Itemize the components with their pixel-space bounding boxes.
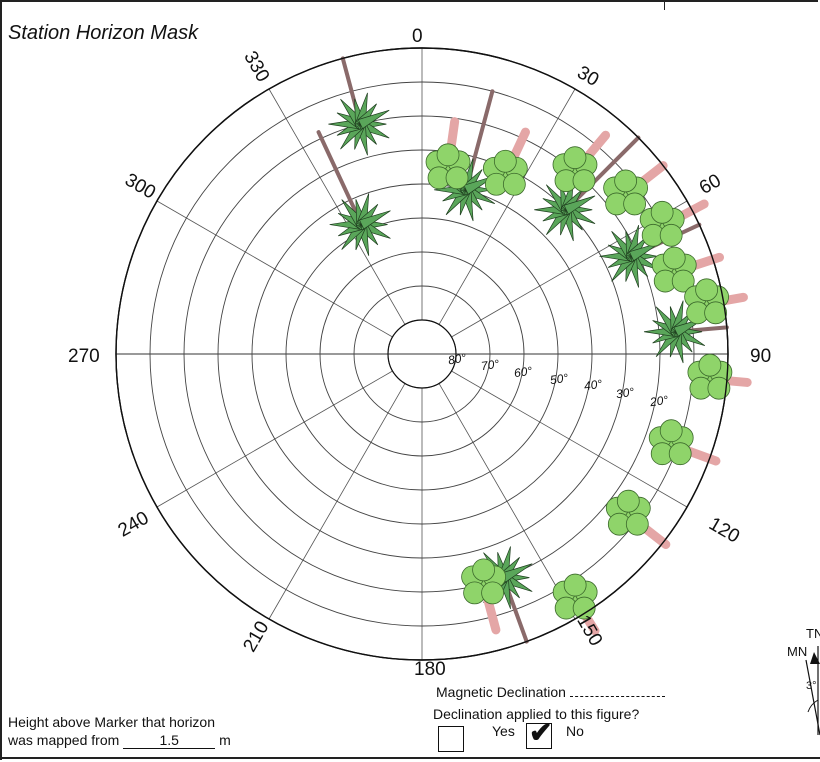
yes-checkbox[interactable] bbox=[438, 726, 464, 752]
elevation-ring-30 bbox=[217, 149, 627, 559]
magnetic-north-arrow-icon bbox=[810, 652, 820, 664]
tree-crown-15-4 bbox=[668, 442, 692, 466]
checkmark-icon: ✔ bbox=[529, 717, 553, 748]
tree-crown-18-5 bbox=[472, 558, 495, 582]
magnetic-north-label: MN bbox=[787, 644, 808, 659]
elevation-ring-10 bbox=[149, 81, 695, 627]
palm-frond-4-13 bbox=[628, 242, 661, 262]
tree-crown-12-4 bbox=[671, 269, 695, 293]
elevation-ring-20 bbox=[183, 115, 661, 593]
tree-crown-14-5 bbox=[698, 353, 722, 377]
tree-crown-17-5 bbox=[563, 573, 587, 597]
palm-trunk-0 bbox=[316, 130, 364, 227]
palm-frond-3-13 bbox=[563, 195, 596, 215]
no-checkbox[interactable]: ✔ bbox=[526, 719, 552, 749]
magnetic-declination: Magnetic Declination bbox=[436, 684, 665, 700]
magnetic-declination-label: Magnetic Declination bbox=[436, 684, 566, 700]
elevation-label-40: 40° bbox=[583, 376, 604, 394]
tree-crown-9-4 bbox=[572, 169, 596, 193]
tree-crown-18-4 bbox=[481, 581, 504, 605]
horizon-circle bbox=[115, 47, 729, 661]
height-value[interactable]: 1.5 bbox=[123, 732, 216, 749]
tree-crown-12-5 bbox=[662, 246, 686, 270]
elevation-label-70: 70° bbox=[480, 356, 501, 374]
page-title: Station Horizon Mask bbox=[8, 22, 199, 44]
tree-crown-7-4 bbox=[445, 166, 469, 190]
tree-crown-15-5 bbox=[659, 419, 683, 443]
azimuth-label-90: 90 bbox=[750, 346, 772, 367]
tree-crown-16-4 bbox=[625, 512, 649, 536]
palm-frond-1-13 bbox=[357, 109, 390, 130]
height-note-prefix: was mapped from bbox=[8, 732, 120, 748]
tree-crown-11-5 bbox=[650, 200, 674, 224]
tree-crown-11-4 bbox=[659, 223, 683, 247]
elevation-ring-60 bbox=[319, 251, 525, 457]
tree-crown-14-4 bbox=[707, 376, 731, 400]
tree-crown-13-4 bbox=[704, 301, 728, 325]
tree-crown-13-5 bbox=[695, 278, 719, 302]
zenith-circle bbox=[387, 319, 457, 389]
declination-arc bbox=[807, 699, 819, 713]
elevation-label-50: 50° bbox=[549, 370, 570, 388]
tree-crown-16-5 bbox=[616, 489, 640, 513]
tree-crown-10-5 bbox=[614, 169, 638, 193]
magnetic-declination-blank[interactable] bbox=[569, 696, 665, 697]
header-divider bbox=[664, 0, 665, 10]
tree-crown-17-4 bbox=[572, 596, 596, 620]
declination-question: Declination applied to this figure? bbox=[433, 706, 640, 722]
elevation-label-30: 30° bbox=[615, 384, 636, 402]
tree-crown-8-5 bbox=[493, 149, 517, 173]
yes-label: Yes bbox=[492, 723, 515, 739]
palm-frond-0-13 bbox=[358, 210, 391, 230]
magnetic-north-line bbox=[805, 659, 820, 736]
height-note-line1: Height above Marker that horizon bbox=[8, 714, 215, 730]
elevation-ring-70 bbox=[353, 285, 491, 423]
no-label: No bbox=[566, 723, 584, 739]
tree-crown-7-5 bbox=[436, 143, 460, 167]
bottom-border bbox=[0, 757, 820, 759]
tree-crown-10-4 bbox=[623, 192, 647, 216]
declination-angle-label: 3° bbox=[806, 680, 817, 692]
azimuth-label-270: 270 bbox=[68, 346, 100, 367]
elevation-ring-40 bbox=[251, 183, 593, 525]
tree-crown-8-4 bbox=[502, 172, 526, 196]
height-unit: m bbox=[219, 732, 231, 748]
elevation-label-60: 60° bbox=[513, 363, 534, 381]
true-north-label: TN bbox=[806, 626, 820, 641]
azimuth-label-180: 180 bbox=[414, 659, 446, 680]
azimuth-label-0: 0 bbox=[412, 26, 423, 47]
elevation-label-20: 20° bbox=[649, 392, 670, 410]
tree-crown-9-5 bbox=[563, 146, 587, 170]
elevation-ring-50 bbox=[285, 217, 559, 491]
height-note-line2: was mapped from 1.5 m bbox=[8, 732, 231, 749]
